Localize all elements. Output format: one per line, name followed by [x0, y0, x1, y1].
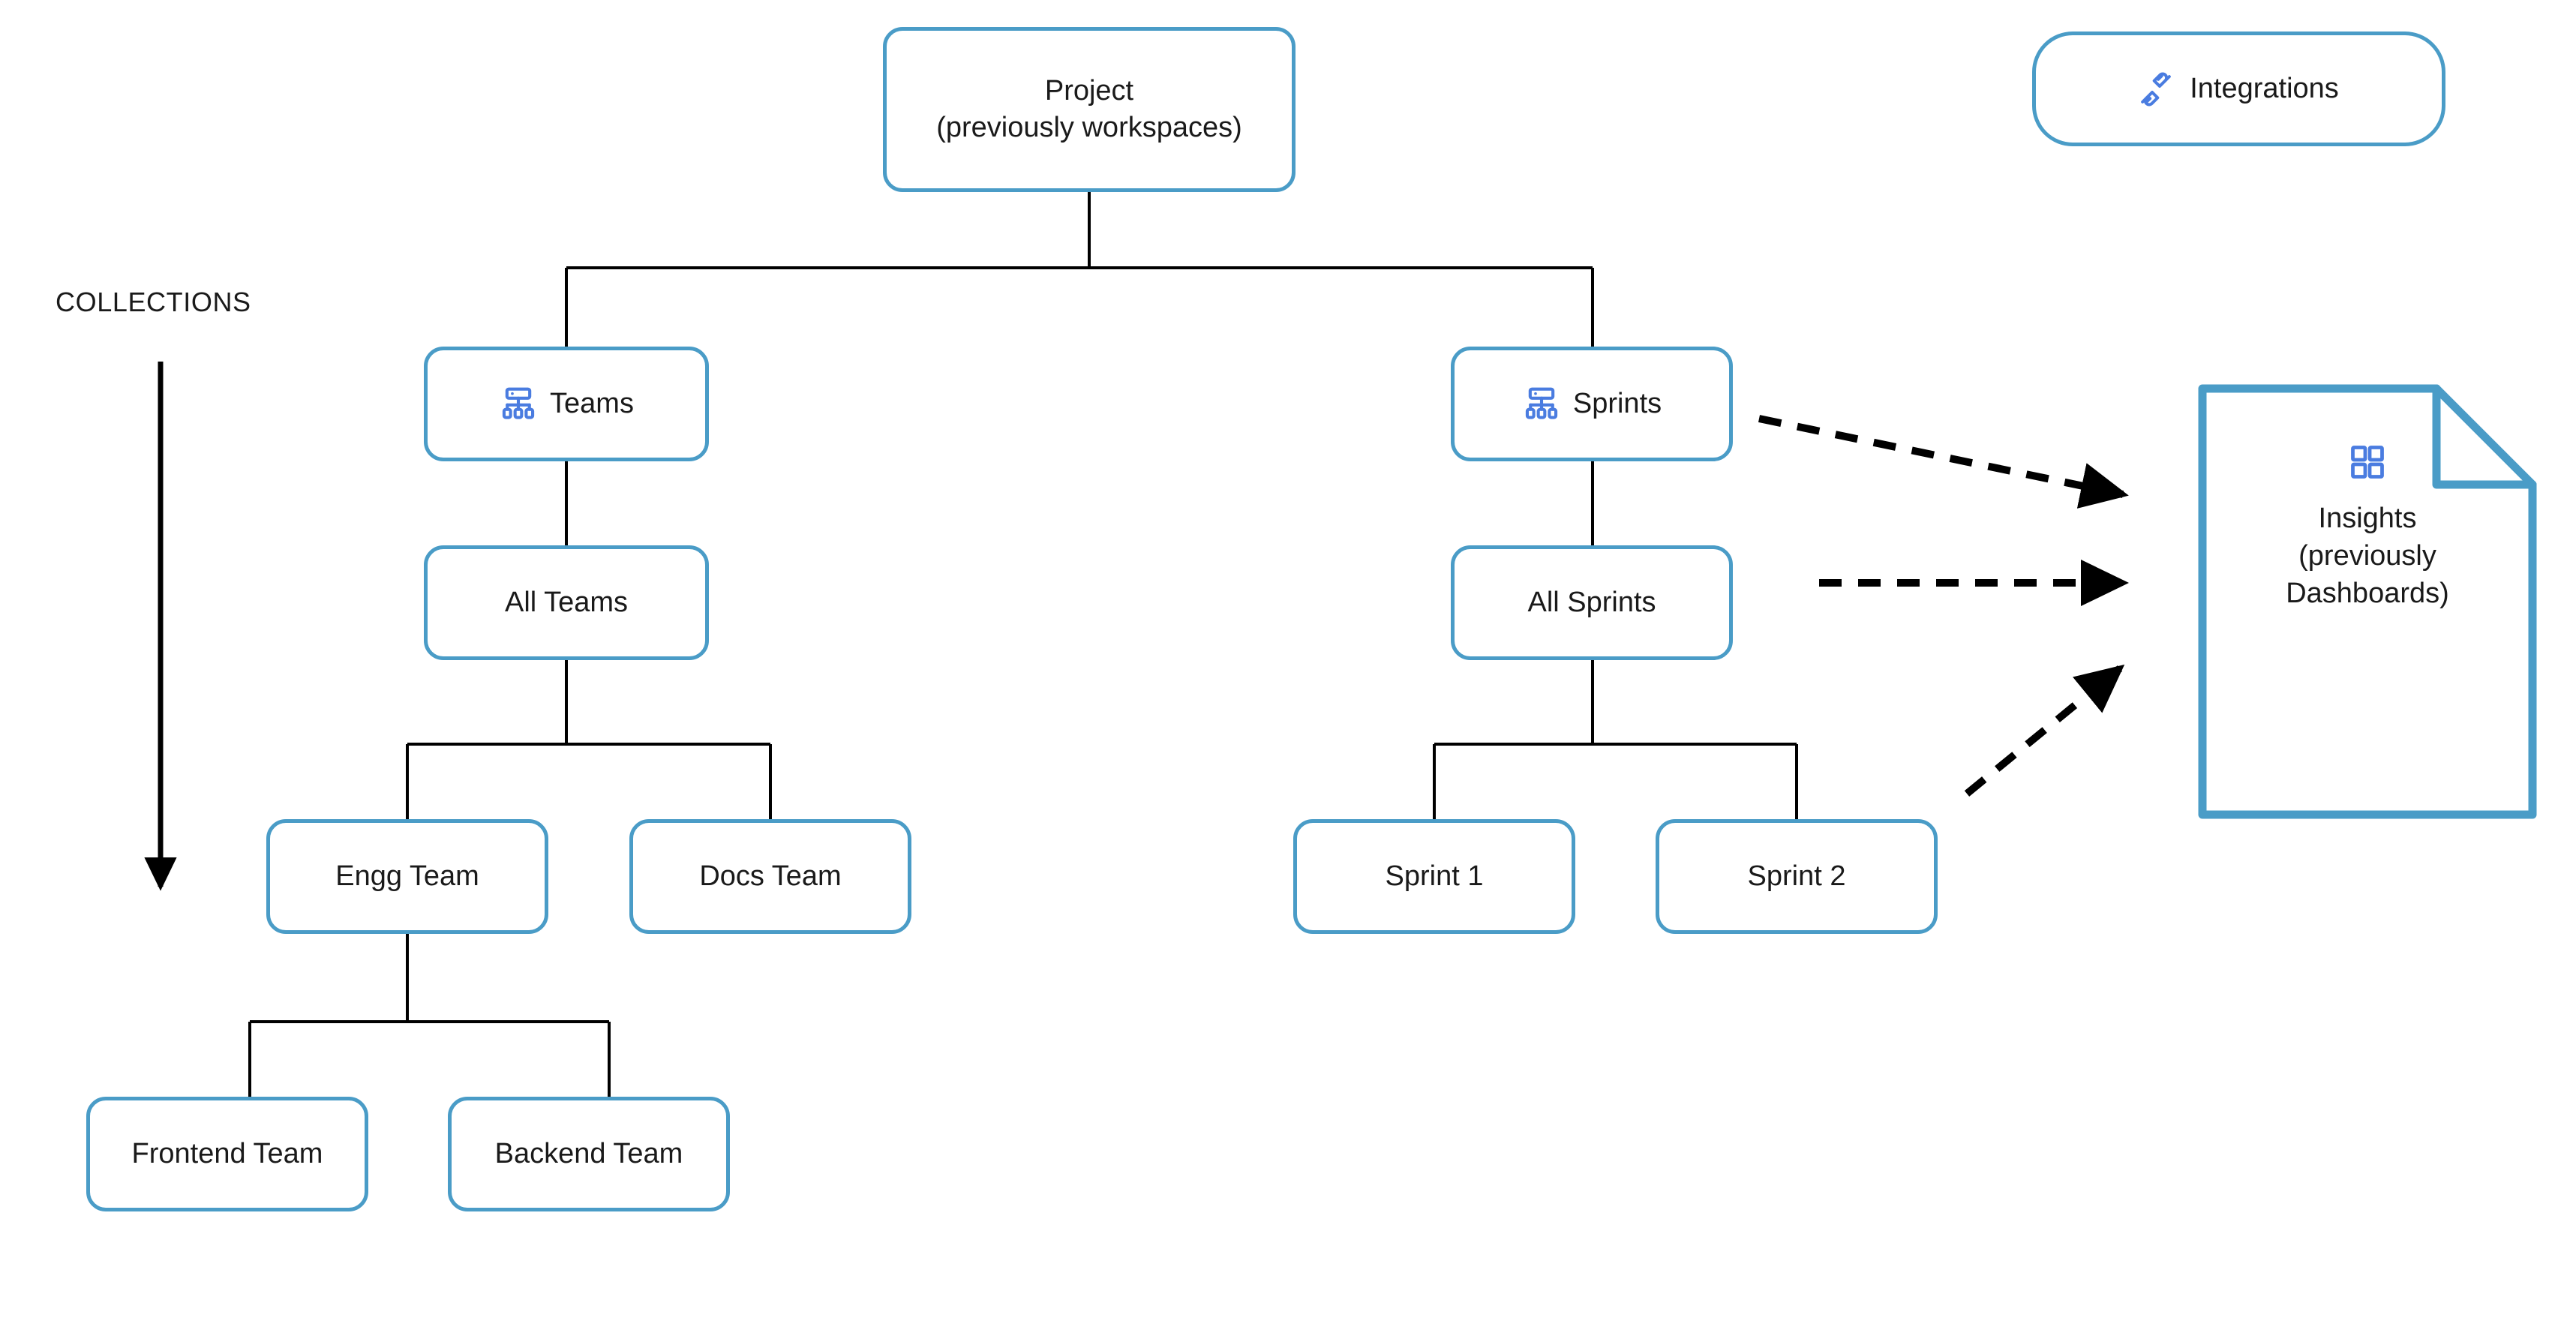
node-sprints-label: Sprints — [1572, 388, 1662, 420]
node-all-teams-label: All Teams — [504, 587, 629, 619]
node-docs-team[interactable]: Docs Team — [629, 819, 911, 934]
node-sprint-1[interactable]: Sprint 1 — [1293, 819, 1575, 934]
node-integrations[interactable]: Integrations — [2032, 32, 2445, 146]
node-insights-label: Insights (previously Dashboards) — [2286, 503, 2449, 610]
node-sprint-2[interactable]: Sprint 2 — [1656, 819, 1938, 934]
node-teams-label: Teams — [550, 388, 634, 420]
node-all-sprints[interactable]: All Sprints — [1451, 545, 1733, 660]
node-insights[interactable]: Insights (previously Dashboards) — [2198, 384, 2537, 819]
node-backend-team[interactable]: Backend Team — [448, 1097, 730, 1211]
node-engg-team[interactable]: Engg Team — [266, 819, 548, 934]
node-sprints[interactable]: Sprints — [1451, 347, 1733, 461]
dashed-connectors — [1758, 415, 2130, 797]
node-engg-team-label: Engg Team — [335, 860, 479, 893]
dashboard-grid-icon — [2348, 443, 2387, 482]
node-project-label: Project (previously workspaces) — [936, 75, 1242, 143]
collections-section-label: COLLECTIONS — [56, 287, 251, 317]
edge-sprint2-to-insights — [1964, 664, 2125, 797]
node-all-sprints-label: All Sprints — [1527, 587, 1656, 619]
node-project[interactable]: Project (previously workspaces) — [883, 27, 1296, 192]
plug-connector-icon — [2139, 72, 2173, 107]
org-hierarchy-icon — [1522, 385, 1561, 424]
node-sprint-1-label: Sprint 1 — [1385, 860, 1484, 893]
edge-sprints-to-insights — [1758, 415, 2129, 509]
document-shape — [2198, 384, 2537, 819]
org-hierarchy-icon — [499, 385, 538, 424]
node-sprint-2-label: Sprint 2 — [1747, 860, 1846, 893]
node-all-teams[interactable]: All Teams — [424, 545, 709, 660]
node-integrations-label: Integrations — [2190, 73, 2339, 104]
node-teams[interactable]: Teams — [424, 347, 709, 461]
node-frontend-team[interactable]: Frontend Team — [86, 1097, 368, 1211]
node-backend-team-label: Backend Team — [494, 1138, 683, 1170]
node-docs-team-label: Docs Team — [699, 860, 842, 893]
node-frontend-team-label: Frontend Team — [131, 1138, 323, 1170]
